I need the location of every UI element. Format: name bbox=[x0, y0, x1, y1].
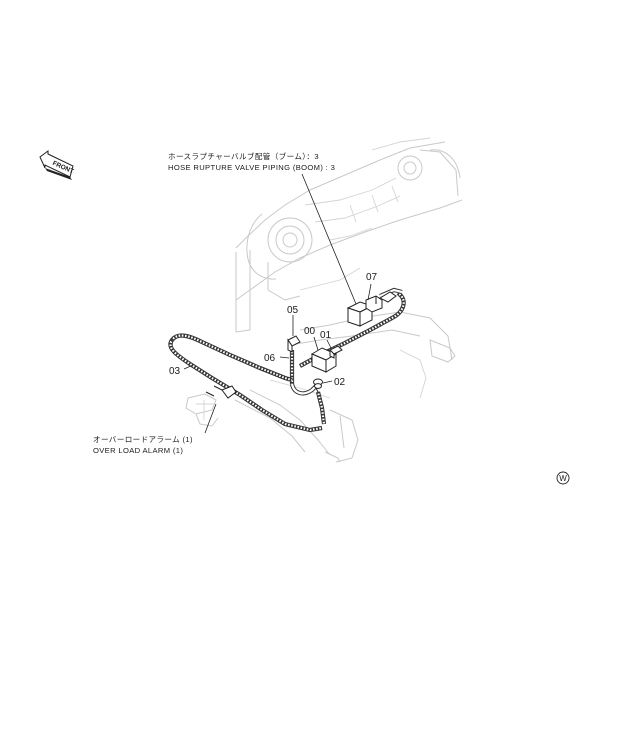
over-load-label-en: OVER LOAD ALARM (1) bbox=[93, 446, 183, 455]
part-number-02: 02 bbox=[334, 377, 346, 388]
front-arrow-icon: FRONT bbox=[39, 150, 75, 180]
hose-rupture-label-jp: ホースラプチャーバルブ配管（ブーム）：3 bbox=[168, 151, 319, 161]
part-number-03: 03 bbox=[169, 366, 181, 377]
over-load-leader bbox=[204, 403, 217, 434]
hose-rupture-leader bbox=[301, 173, 357, 305]
part-07-valve bbox=[346, 291, 397, 327]
leader-07 bbox=[367, 283, 372, 301]
part-01-connector bbox=[329, 345, 343, 359]
leader-02 bbox=[322, 380, 333, 384]
part-number-01: 01 bbox=[320, 330, 332, 341]
hose-rupture-label-en: HOSE RUPTURE VALVE PIPING (BOOM) : 3 bbox=[168, 163, 335, 172]
over-load-label-jp: オーバーロードアラーム (1) bbox=[93, 435, 193, 444]
part-05-elbow bbox=[287, 335, 301, 353]
hose-assembly-03 bbox=[168, 291, 406, 433]
corner-mark-letter: W bbox=[559, 474, 567, 483]
part-00-block bbox=[310, 347, 338, 373]
part-number-06: 06 bbox=[264, 353, 276, 364]
part-02-fitting bbox=[313, 378, 323, 393]
circled-letter-icon: W bbox=[556, 471, 570, 485]
leader-01 bbox=[326, 339, 332, 349]
hose-upper bbox=[379, 287, 403, 298]
part-number-07: 07 bbox=[366, 272, 378, 283]
sensor-fitting bbox=[205, 385, 237, 399]
part-number-00: 00 bbox=[304, 326, 316, 337]
part-number-05: 05 bbox=[287, 305, 299, 316]
leader-06 bbox=[279, 356, 290, 359]
leader-00 bbox=[313, 336, 319, 351]
leader-03 bbox=[183, 364, 194, 370]
